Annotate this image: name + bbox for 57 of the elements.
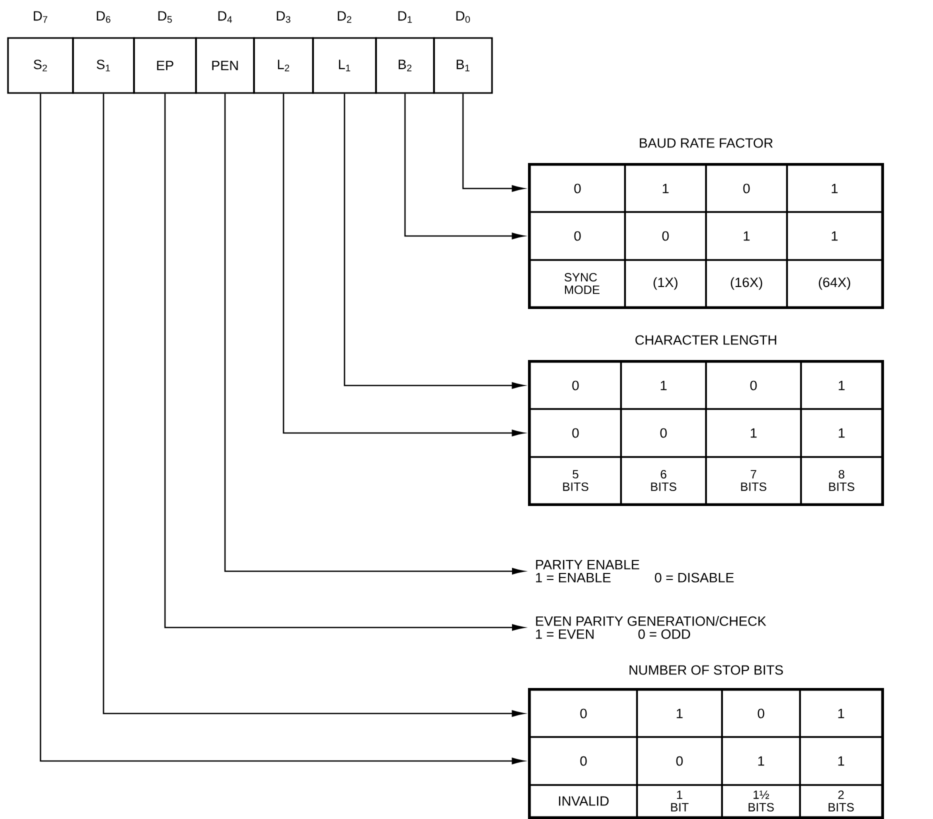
table-title: NUMBER OF STOP BITS <box>630 665 783 675</box>
table-cell: 0 <box>636 736 723 786</box>
table-cell: 0 <box>721 689 801 738</box>
table-cell: 1 <box>705 211 788 261</box>
table-cell: 1 <box>800 361 883 410</box>
table-cell: SYNC MODE <box>529 259 626 308</box>
register-cell: B$_{2}$ <box>375 37 435 94</box>
table-cell: 1 <box>624 164 707 213</box>
table-cell: 0 <box>705 361 802 410</box>
note-text: EVEN PARITY GENERATION/CHECK 1 = EVEN 0 = ODD <box>536 616 766 639</box>
table-cell: 1½ BITS <box>721 784 801 818</box>
table-title: BAUD RATE FACTOR <box>640 138 773 148</box>
table-cell: 0 <box>529 736 638 786</box>
bit-label: D$_{3}$ <box>276 11 290 23</box>
table-cell: 1 BIT <box>636 784 723 818</box>
table-cell: 5 BITS <box>529 456 622 505</box>
table-cell: (64X) <box>786 259 883 308</box>
table-cell: 6 BITS <box>620 456 707 505</box>
register-cell: PEN <box>195 37 255 94</box>
register-cell: L$_{2}$ <box>253 37 314 94</box>
table-cell: 1 <box>799 736 883 786</box>
table-cell: 0 <box>529 408 622 458</box>
table-cell: (1X) <box>624 259 707 308</box>
table-cell: 0 <box>529 361 622 410</box>
table-cell: 1 <box>786 211 883 261</box>
table-cell: 1 <box>705 408 802 458</box>
table-cell: 1 <box>721 736 801 786</box>
bit-label: D$_{2}$ <box>338 11 352 23</box>
table-cell: 1 <box>800 408 883 458</box>
table-cell: 1 <box>799 689 883 738</box>
table-cell: 0 <box>529 689 638 738</box>
table-cell: 8 BITS <box>800 456 883 505</box>
bit-label: D$_{6}$ <box>96 11 110 23</box>
table-cell: 0 <box>705 164 788 213</box>
note-text: PARITY ENABLE 1 = ENABLE 0 = DISABLE <box>536 560 734 582</box>
bit-label: D$_{4}$ <box>218 11 232 23</box>
table-cell: 0 <box>620 408 707 458</box>
register-cell: B$_{1}$ <box>433 37 493 94</box>
table-cell: 2 BITS <box>799 784 883 818</box>
bit-label: D$_{5}$ <box>158 11 172 23</box>
bit-label: D$_{7}$ <box>34 11 48 23</box>
table-title: CHARACTER LENGTH <box>635 335 776 345</box>
bit-label: D$_{0}$ <box>456 11 470 23</box>
table-cell: 0 <box>624 211 707 261</box>
table-cell: 1 <box>786 164 883 213</box>
table-cell: INVALID <box>529 784 638 818</box>
table-cell: (16X) <box>705 259 788 308</box>
table-cell: 7 BITS <box>705 456 802 505</box>
table-cell: 0 <box>529 164 626 213</box>
register-cell: S$_{2}$ <box>7 37 74 94</box>
register-cell: S$_{1}$ <box>72 37 135 94</box>
table-cell: 1 <box>620 361 707 410</box>
register-cell: EP <box>133 37 197 94</box>
table-cell: 1 <box>636 689 723 738</box>
register-cell: L$_{1}$ <box>312 37 377 94</box>
bit-label: D$_{1}$ <box>398 11 412 23</box>
table-cell: 0 <box>529 211 626 261</box>
